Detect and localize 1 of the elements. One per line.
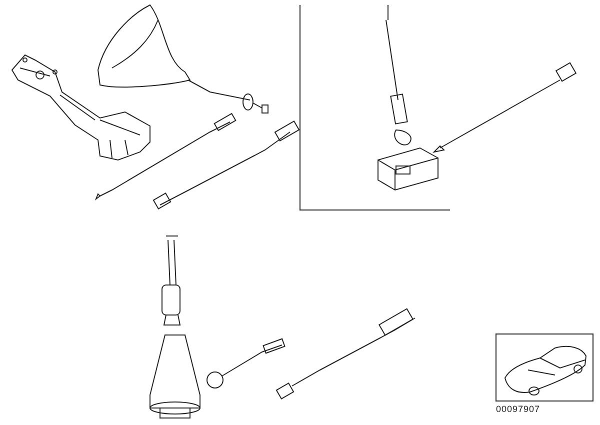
drawing-number: 00097907 xyxy=(496,404,540,414)
